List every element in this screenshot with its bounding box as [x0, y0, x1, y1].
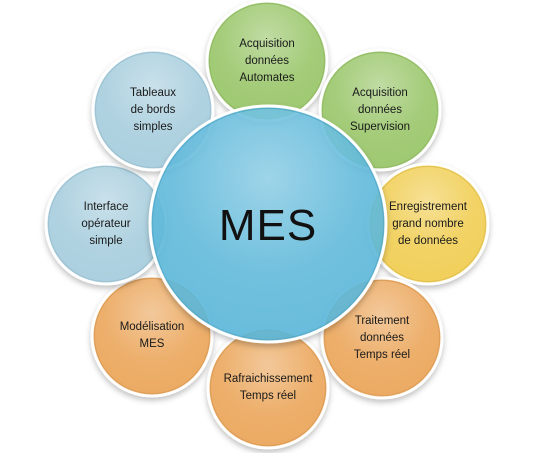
- node-circle-interface: [44, 162, 168, 286]
- node-circle-interface-shine: [49, 167, 163, 281]
- node-circle-enregistrement-shine: [371, 167, 485, 281]
- node-circle-tableaux-rim: [95, 52, 211, 168]
- node-circle-rafraichissement-shine: [211, 331, 325, 445]
- node-circle-modelisation-shine: [95, 279, 209, 393]
- center-circle-rim: [152, 108, 384, 340]
- node-circle-rafraichissement: [206, 326, 330, 450]
- center-circle: [148, 104, 388, 344]
- node-circle-acq-automates-shine: [210, 4, 324, 118]
- node-circle-tableaux: [91, 48, 215, 172]
- center-title: MES: [218, 201, 318, 250]
- node-circle-traitement-rim: [324, 280, 440, 396]
- node-circle-acq-supervision-rim: [322, 52, 438, 168]
- node-circle-modelisation-rim: [94, 278, 210, 394]
- node-circle-tableaux-shine: [96, 53, 210, 167]
- node-circle-traitement-shine: [325, 281, 439, 395]
- center-circle-shine: [153, 109, 383, 339]
- node-circle-acq-supervision-shine: [323, 53, 437, 167]
- node-circle-acq-automates: [205, 0, 329, 123]
- node-circle-traitement: [320, 276, 444, 400]
